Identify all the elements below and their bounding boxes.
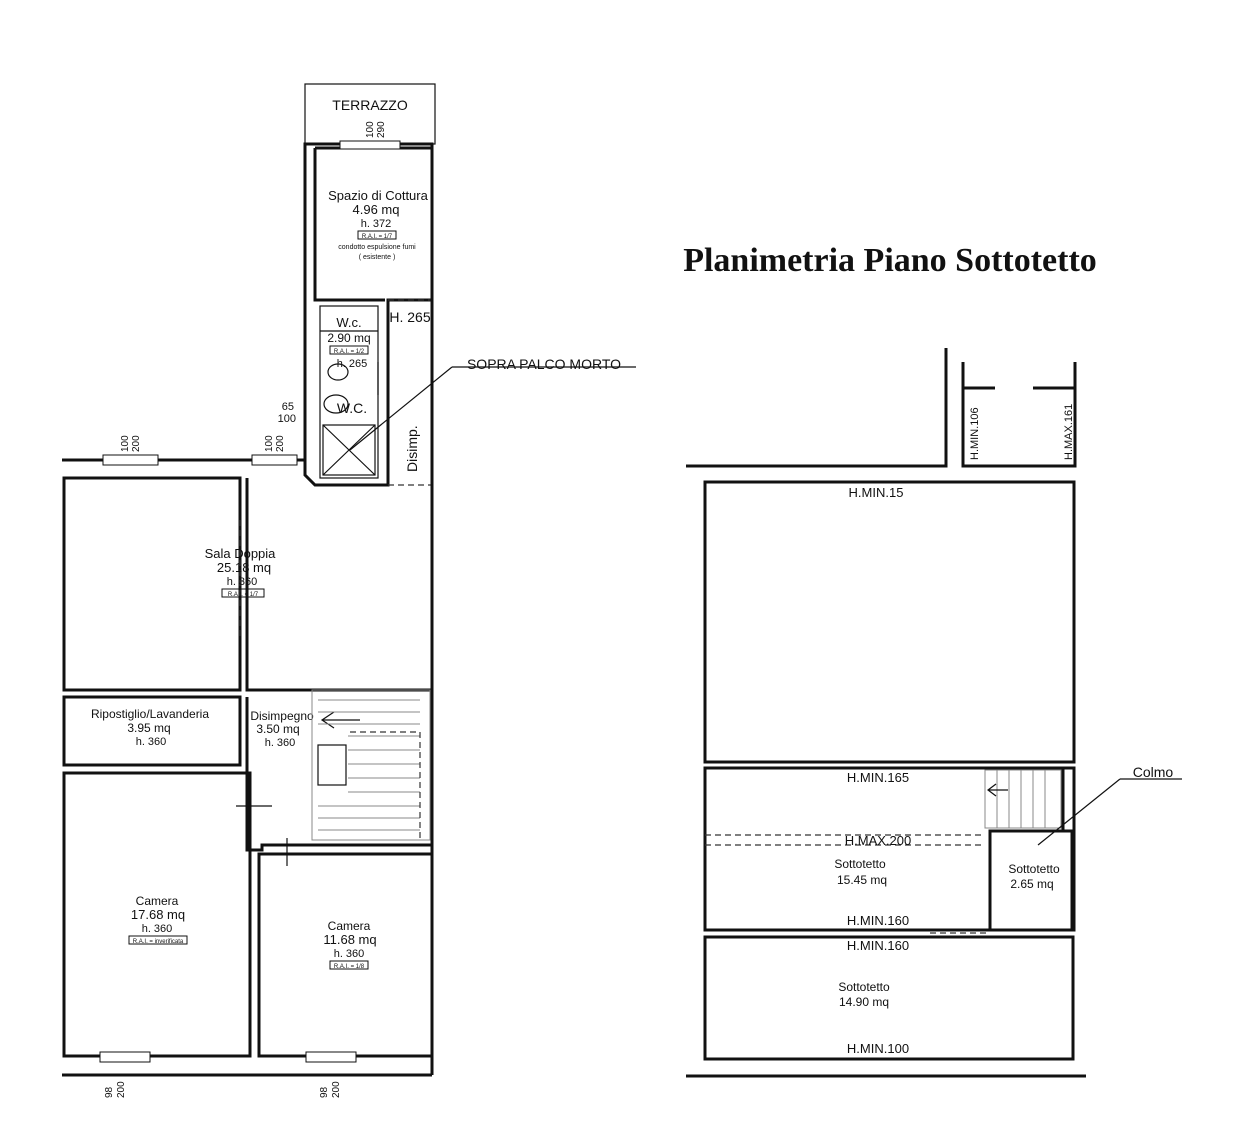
hmax161-label: H.MAX.161 — [1063, 404, 1075, 460]
sala-window-dim-1: 100 — [120, 435, 131, 452]
sala-window-2 — [251, 454, 298, 466]
right-floor-plan: H.MIN.106 H.MAX.161 H.MIN.15 H.MIN.165 H… — [686, 348, 1182, 1078]
camera-1-rai-box — [128, 935, 188, 945]
wc-dim-1: 65 — [282, 401, 294, 413]
hmax200-label: H.MAX.200 — [845, 833, 911, 848]
sala-west-room — [62, 476, 242, 692]
wc-area: 2.90 mq — [327, 331, 370, 345]
kitchen-note-2: ( esistente ) — [359, 254, 396, 261]
wc-height: h. 265 — [337, 358, 368, 370]
disimpegno-height: h. 360 — [265, 737, 296, 749]
h265-label: H. 265 — [389, 309, 430, 325]
wc-rai-box — [329, 345, 369, 355]
terrazzo-dim-2: 290 — [376, 121, 387, 138]
camera-1-window — [99, 1051, 151, 1063]
shower-tray — [322, 424, 376, 476]
attic-small-room — [988, 829, 1074, 932]
sottotetto-1-name: Sottotetto — [834, 857, 886, 871]
hmin160-top-label: H.MIN.160 — [847, 913, 909, 928]
kitchen-note-1: condotto espulsione fumi — [338, 244, 416, 251]
sottotetto-1-area: 15.45 mq — [837, 873, 887, 887]
kitchen-name: Spazio di Cottura — [328, 188, 428, 203]
sottotetto-2-area: 2.65 mq — [1010, 877, 1053, 891]
camera-1-name: Camera — [136, 894, 179, 908]
camera-1-area: 17.68 mq — [131, 907, 185, 922]
sala-window2-dim-2: 200 — [275, 435, 286, 452]
ripostiglio-height: h. 360 — [136, 736, 167, 748]
disimpegno-name: Disimpegno — [250, 709, 314, 723]
camera-2-window — [305, 1051, 357, 1063]
plan-title: Planimetria Piano Sottotetto — [683, 242, 1097, 279]
camera-1-room — [62, 771, 252, 1058]
attic-tower-walls — [961, 362, 1077, 468]
camera-2-window-dim-2: 200 — [331, 1081, 342, 1098]
sopra-palco-label: SOPRA PALCO MORTO — [467, 356, 621, 372]
left-floor-plan: TERRAZZO 100 290 Spazio di Cottura 4.96 … — [62, 83, 636, 1098]
sala-name: Sala Doppia — [205, 546, 277, 561]
camera-1-window-dim-2: 200 — [116, 1081, 127, 1098]
sala-window-dim-2: 200 — [131, 435, 142, 452]
camera-2-rai-box — [329, 960, 369, 970]
terrazzo-dim-1: 100 — [365, 121, 376, 138]
sala-height: h. 360 — [227, 576, 258, 588]
sala-area: 25.18 mq — [217, 560, 271, 575]
sala-rai-box — [221, 588, 265, 598]
wc-name: W.c. — [336, 315, 361, 330]
wc-bidet-icon — [327, 363, 349, 381]
camera-2-height: h. 360 — [334, 948, 365, 960]
kitchen-height: h. 372 — [361, 218, 392, 230]
disimp-dashed — [388, 299, 432, 486]
sala-window2-dim-1: 100 — [264, 435, 275, 452]
sottotetto-3-name: Sottotetto — [838, 980, 890, 994]
kitchen-rai: R.A.I. = 1/7 — [362, 234, 393, 240]
hmin165-label: H.MIN.165 — [847, 770, 909, 785]
disimp-label: Disimp. — [404, 425, 420, 472]
wc-toilet-icon — [323, 394, 349, 414]
colmo-leader — [1037, 778, 1121, 846]
ridge-dashed — [705, 834, 985, 846]
stair-arrow-icon — [320, 711, 360, 729]
camera-2-area: 11.68 mq — [323, 932, 376, 947]
camera-2-rai: R.A.I. = 1/8 — [334, 964, 365, 970]
kitchen-rai-box — [357, 230, 397, 240]
attic-middle-room — [703, 766, 1076, 932]
camera-1-window-dim-1: 98 — [104, 1086, 115, 1098]
ripostiglio-room — [62, 695, 242, 767]
colmo-label: Colmo — [1133, 764, 1174, 780]
hmin100-label: H.MIN.100 — [847, 1041, 909, 1056]
attic-staircase — [984, 768, 1065, 830]
hmin160-bottom-label: H.MIN.160 — [847, 938, 909, 953]
sottotetto-2-name: Sottotetto — [1008, 862, 1060, 876]
sala-window-1 — [102, 454, 159, 466]
sala-rai: R.A.I. = 1/7 — [228, 592, 259, 598]
camera-2-window-dim-1: 98 — [319, 1086, 330, 1098]
attic-north-wall — [686, 348, 948, 468]
wc-dim-2: 100 — [278, 413, 296, 425]
sottotetto-3-area: 14.90 mq — [839, 995, 889, 1009]
camera-2-name: Camera — [328, 919, 371, 933]
ripostiglio-area: 3.95 mq — [127, 721, 170, 735]
kitchen-window — [339, 140, 401, 150]
terrazzo-label: TERRAZZO — [332, 97, 408, 113]
sopra-palco-leader — [349, 366, 453, 451]
hmin106-label: H.MIN.106 — [969, 407, 981, 460]
ripostiglio-name: Ripostiglio/Lavanderia — [91, 707, 209, 721]
wc-fixture-label: W.C. — [337, 400, 367, 416]
staircase — [311, 689, 431, 841]
hmin15-label: H.MIN.15 — [849, 485, 904, 500]
attic-south-room — [703, 935, 1075, 1061]
attic-large-room — [703, 480, 1076, 764]
kitchen-area: 4.96 mq — [353, 202, 400, 217]
disimpegno-walls — [245, 697, 432, 852]
camera-1-height: h. 360 — [142, 923, 173, 935]
disimpegno-area: 3.50 mq — [256, 722, 299, 736]
shower-cross-icon — [322, 424, 376, 476]
camera-1-rai: R.A.I. = inverificata — [133, 939, 184, 945]
wc-rai: R.A.I. = 1/2 — [334, 349, 365, 355]
sala-east-room — [245, 478, 432, 692]
